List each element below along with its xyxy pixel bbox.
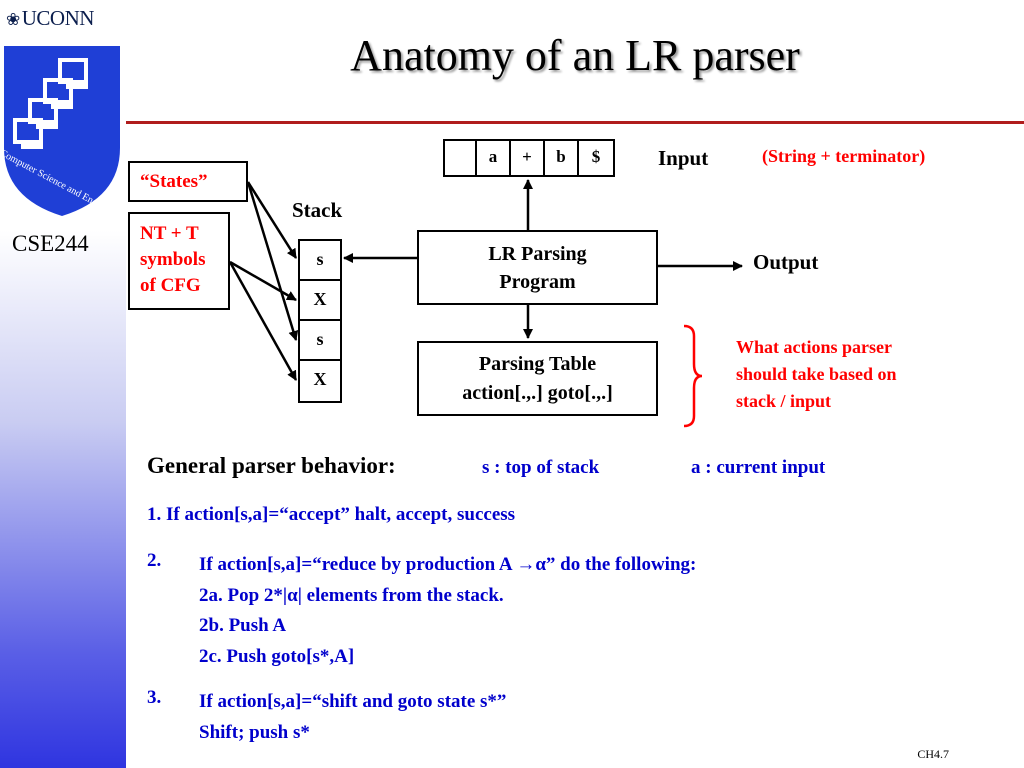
symbols-line: NT + T	[140, 223, 199, 244]
stack: s X s X	[298, 239, 342, 403]
parsing-table-title: Parsing Table	[478, 353, 597, 375]
s-description: s : top of stack	[482, 457, 600, 478]
symbols-box: NT + T symbols of CFG	[128, 212, 230, 310]
input-tape: a + b $	[443, 139, 615, 177]
rule-2-line: If action[s,a]=“reduce by production A →…	[199, 554, 697, 575]
stack-cell: s	[300, 241, 340, 281]
page-title: Anatomy of an LR parser	[350, 31, 800, 80]
input-cell	[445, 141, 477, 175]
states-box: “States”	[128, 161, 248, 202]
rule-3-line: If action[s,a]=“shift and goto state s*”	[199, 691, 507, 712]
rule-2-line: 2c. Push goto[s*,A]	[199, 645, 355, 667]
rule-2-line: 2b. Push A	[199, 615, 287, 636]
rule-3-number: 3.	[147, 687, 162, 708]
symbols-line: symbols	[140, 249, 206, 270]
input-cell: a	[477, 141, 511, 175]
symbols-line: of CFG	[140, 275, 201, 296]
input-cell: +	[511, 141, 545, 175]
page-number: CH4.7	[917, 747, 949, 761]
rule-1: 1. If action[s,a]=“accept” halt, accept,…	[147, 504, 516, 525]
brace-note-line: stack / input	[736, 391, 832, 411]
rule-3-line: Shift; push s*	[199, 721, 310, 743]
parsing-program-label: LR Parsing Program	[488, 243, 587, 293]
brace-note: What actions parser should take based on…	[736, 334, 897, 415]
rule-3: If action[s,a]=“shift and goto state s*”…	[199, 687, 506, 748]
output-label: Output	[753, 250, 819, 274]
stack-cell: X	[313, 369, 327, 389]
title-divider	[126, 121, 1024, 124]
university-logo: ❀UCONN	[6, 6, 94, 30]
parsing-table-box: Parsing Table action[.,.] goto[.,.]	[417, 341, 658, 416]
a-description: a : current input	[691, 457, 826, 478]
brace-note-line: What actions parser	[736, 337, 892, 357]
input-cell: b	[545, 141, 579, 175]
parsing-program-box: LR Parsing Program	[417, 230, 658, 305]
stack-cell: X	[300, 281, 340, 321]
input-cell: $	[591, 147, 601, 166]
behavior-heading: General parser behavior:	[147, 453, 396, 478]
rule-2-number: 2.	[147, 550, 162, 571]
course-code: CSE244	[12, 231, 89, 256]
stack-label: Stack	[292, 198, 343, 222]
stack-cell: s	[300, 321, 340, 361]
rule-2: If action[s,a]=“reduce by production A →…	[199, 550, 696, 672]
brace-icon	[683, 324, 703, 428]
brace-note-line: should take based on	[736, 364, 897, 384]
rule-2-line: 2a. Pop 2*|α| elements from the stack.	[199, 584, 504, 606]
parsing-table-subtitle: action[.,.] goto[.,.]	[462, 382, 613, 404]
cse-logo: Computer Science and Engineering	[0, 46, 126, 218]
input-label: Input	[658, 146, 709, 170]
oak-leaf-icon: ❀	[6, 10, 20, 29]
input-note: (String + terminator)	[762, 146, 926, 166]
